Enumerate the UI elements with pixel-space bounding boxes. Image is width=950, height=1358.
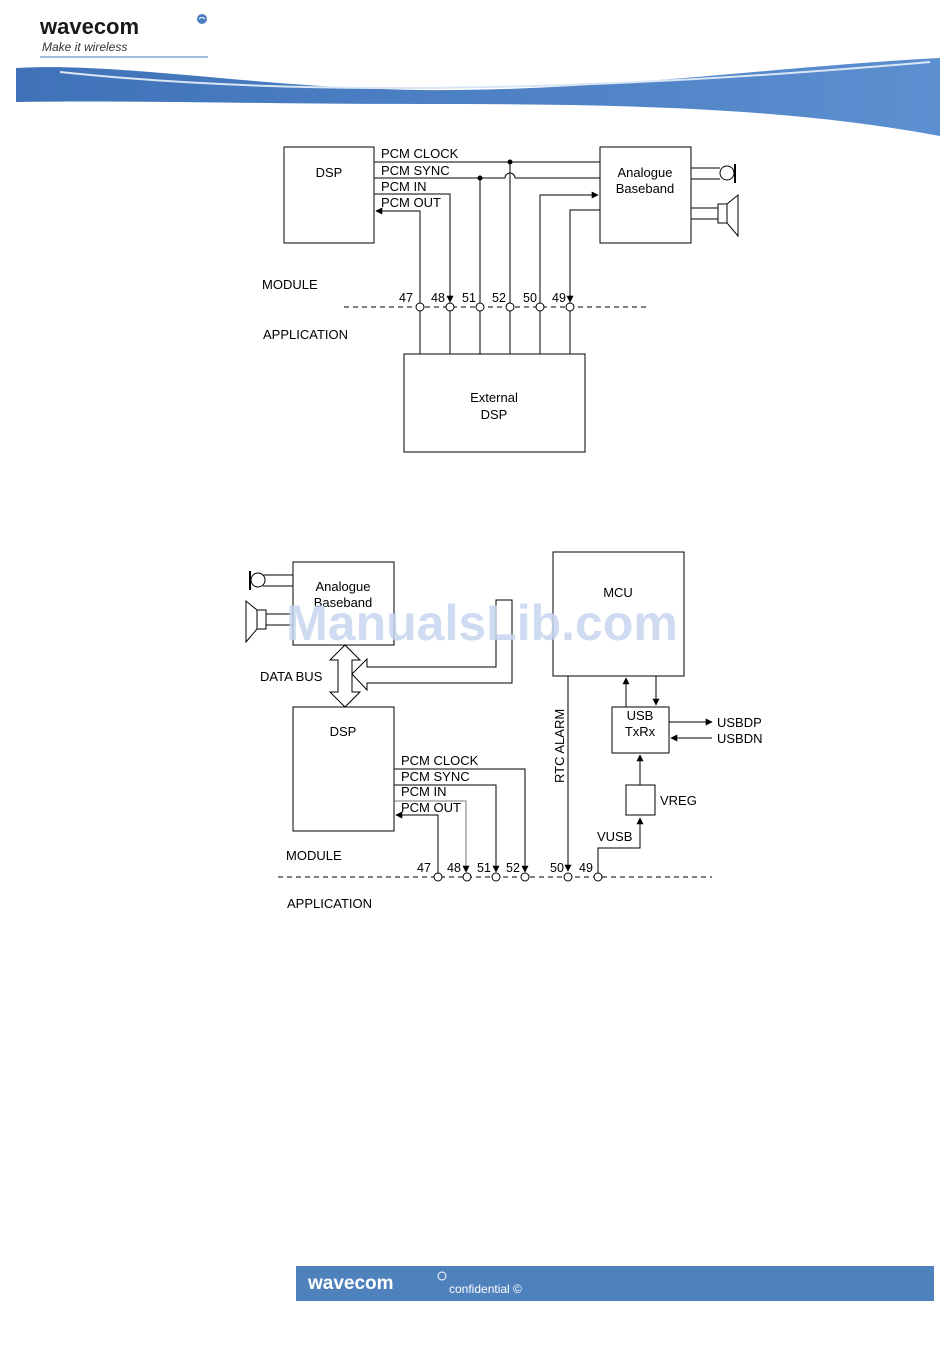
d1-pin-47: 47 bbox=[399, 291, 413, 305]
d2-application-label: APPLICATION bbox=[287, 896, 372, 911]
d1-external-label-2: DSP bbox=[481, 407, 508, 422]
d1-application-label: APPLICATION bbox=[263, 327, 348, 342]
d2-pin-48: 48 bbox=[447, 861, 461, 875]
d1-dsp-box bbox=[283, 146, 375, 244]
d2-analogue-label-2: Baseband bbox=[314, 595, 373, 610]
microphone-icon bbox=[691, 164, 736, 183]
d2-wiring bbox=[394, 676, 713, 877]
d1-signal-pcm-in: PCM IN bbox=[381, 179, 427, 194]
d2-pin-51: 51 bbox=[477, 861, 491, 875]
d1-external-dsp-box bbox=[403, 353, 586, 453]
header: wavecom Make it wireless bbox=[16, 14, 940, 136]
d2-pin-47: 47 bbox=[417, 861, 431, 875]
speaker-icon bbox=[691, 193, 739, 238]
d1-pin-49: 49 bbox=[552, 291, 566, 305]
d1-module-label: MODULE bbox=[262, 277, 318, 292]
d1-analogue-label-1: Analogue bbox=[618, 165, 673, 180]
d2-pin-49: 49 bbox=[579, 861, 593, 875]
header-tagline: Make it wireless bbox=[42, 40, 127, 54]
d2-module-label: MODULE bbox=[286, 848, 342, 863]
d1-dsp-label: DSP bbox=[316, 165, 343, 180]
d1-pin-51: 51 bbox=[462, 291, 476, 305]
d2-pins: 47 48 51 52 50 49 bbox=[417, 861, 603, 882]
d2-signal-pcm-out: PCM OUT bbox=[401, 800, 461, 815]
d1-pins: 47 48 51 52 50 49 bbox=[399, 291, 575, 312]
diagram-2: Analogue Baseband MCU DATA BUS DSP PCM C… bbox=[245, 551, 763, 911]
d2-usb-label-1: USB bbox=[627, 708, 654, 723]
d2-signal-pcm-sync: PCM SYNC bbox=[401, 769, 470, 784]
d2-pin-52: 52 bbox=[506, 861, 520, 875]
d2-mcu-label: MCU bbox=[603, 585, 633, 600]
d2-vreg-box bbox=[625, 784, 656, 816]
speaker-icon-2 bbox=[245, 599, 293, 644]
header-band bbox=[16, 58, 940, 136]
d2-usbdp-label: USBDP bbox=[717, 715, 762, 730]
footer-note: confidential © bbox=[449, 1282, 522, 1296]
d1-signal-pcm-clock: PCM CLOCK bbox=[381, 146, 459, 161]
footer-bar bbox=[296, 1266, 934, 1301]
footer-logo-mark-icon bbox=[437, 1271, 447, 1281]
d2-usb-label-2: TxRx bbox=[625, 724, 656, 739]
d2-data-bus-label: DATA BUS bbox=[260, 669, 323, 684]
logo-mark-icon bbox=[197, 14, 207, 24]
d2-usb-box bbox=[611, 706, 670, 754]
d1-pin-48: 48 bbox=[431, 291, 445, 305]
d2-signal-pcm-in: PCM IN bbox=[401, 784, 447, 799]
d2-vusb-label: VUSB bbox=[597, 829, 632, 844]
footer-logo: wavecom bbox=[307, 1273, 394, 1294]
d1-pin-52: 52 bbox=[492, 291, 506, 305]
header-logo: wavecom bbox=[39, 14, 139, 39]
d1-pin-50: 50 bbox=[523, 291, 537, 305]
d2-dsp-label: DSP bbox=[330, 724, 357, 739]
d2-vreg-label: VREG bbox=[660, 793, 697, 808]
d2-dsp-box bbox=[292, 706, 395, 832]
d1-external-label-1: External bbox=[470, 390, 518, 405]
microphone-icon-2 bbox=[249, 571, 293, 590]
d2-mcu-box bbox=[552, 551, 685, 677]
watermark-text: ManualsLib.com bbox=[286, 595, 678, 651]
d2-analogue-label-1: Analogue bbox=[316, 579, 371, 594]
d2-analogue-box bbox=[292, 561, 395, 646]
diagram-1: DSP Analogue Baseband PCM CLOCK PCM SYNC… bbox=[262, 146, 739, 453]
d2-usbdn-label: USBDN bbox=[717, 731, 763, 746]
d1-signal-pcm-sync: PCM SYNC bbox=[381, 163, 450, 178]
d2-pin-50: 50 bbox=[550, 861, 564, 875]
d1-analogue-label-2: Baseband bbox=[616, 181, 675, 196]
d1-analogue-box bbox=[599, 146, 692, 244]
header-band-highlight bbox=[59, 61, 931, 90]
d1-signal-pcm-out: PCM OUT bbox=[381, 195, 441, 210]
footer: wavecom confidential © bbox=[296, 1266, 934, 1301]
d2-rtc-alarm-label: RTC ALARM bbox=[552, 709, 567, 783]
d2-signal-pcm-clock: PCM CLOCK bbox=[401, 753, 479, 768]
d2-data-bus-horizontal-arrow bbox=[351, 599, 513, 692]
